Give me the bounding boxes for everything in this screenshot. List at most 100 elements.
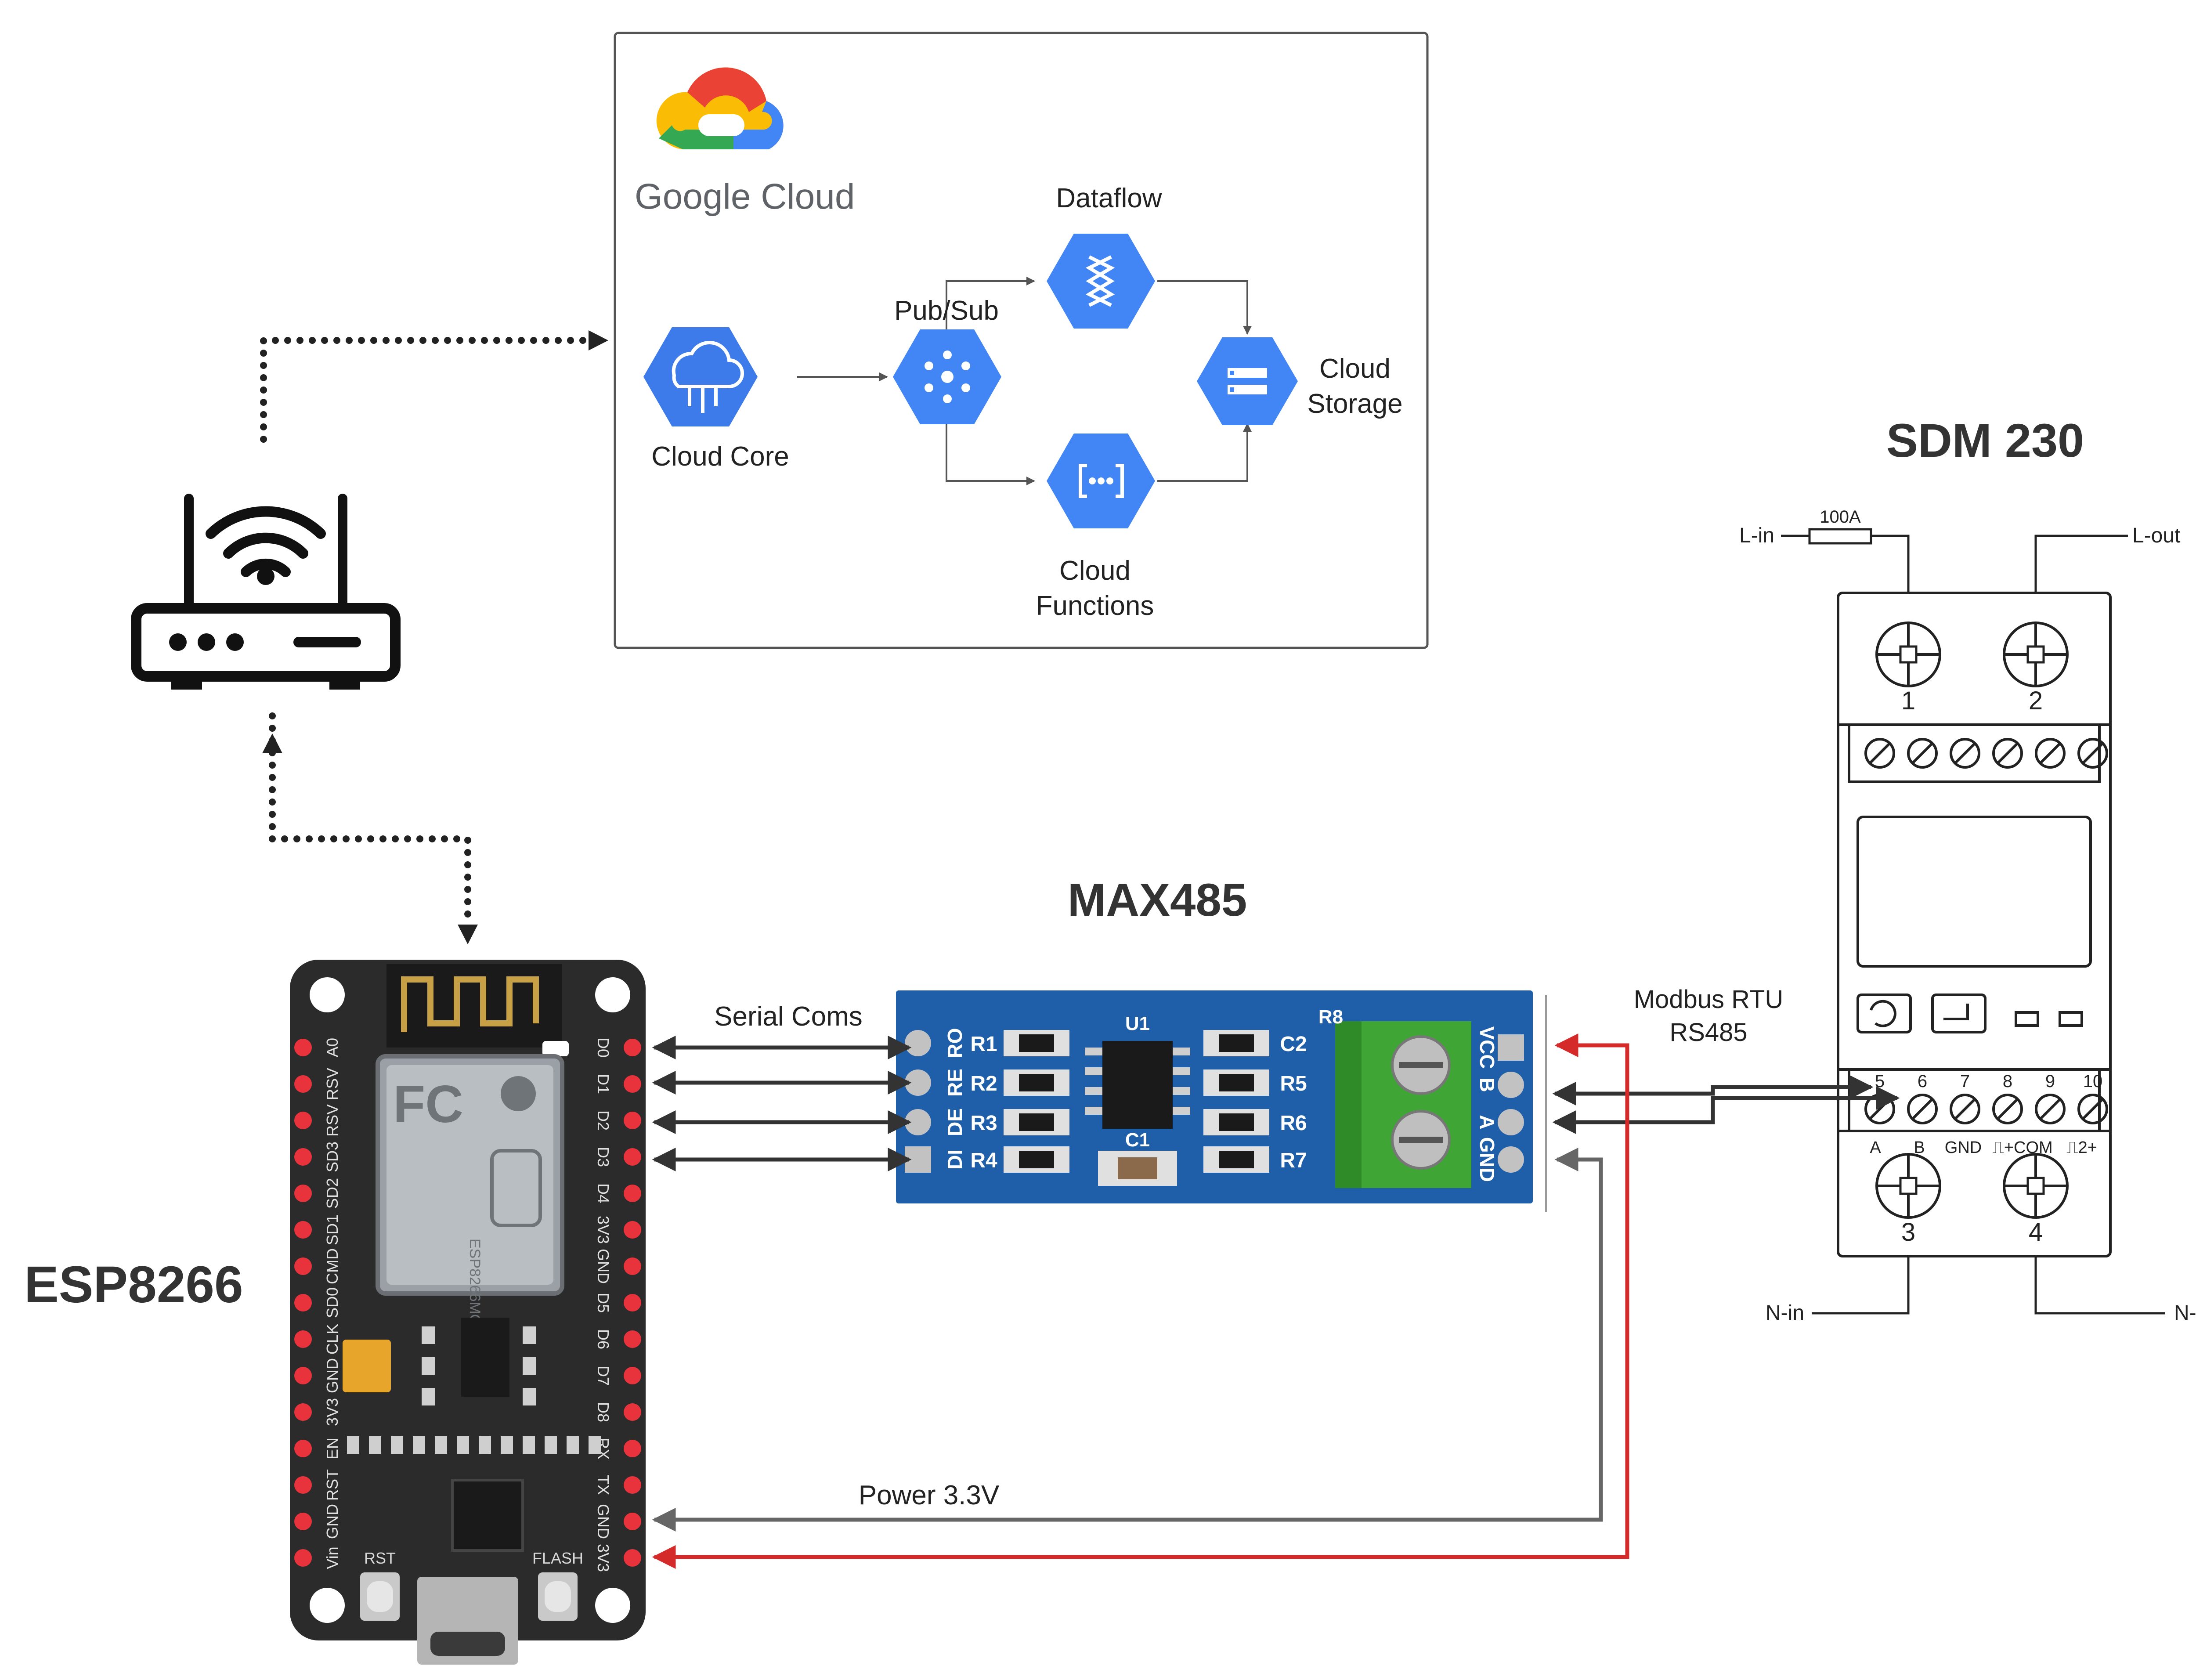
- esp-left-pin-label: RSV: [323, 1104, 341, 1137]
- google-cloud-logo-icon: [656, 67, 784, 149]
- rs485-wires: [1552, 1075, 1900, 1134]
- cloud-storage-label-line2: Storage: [1307, 389, 1402, 419]
- resistor-body: [1019, 1074, 1054, 1091]
- sdm-screw: [2035, 1094, 2066, 1124]
- esp-left-pin-label: GND: [323, 1504, 341, 1539]
- sdm-screw: [2077, 1094, 2108, 1124]
- max485-right-pin-label: A: [1476, 1115, 1499, 1129]
- cloud-storage-node[interactable]: [1197, 337, 1298, 425]
- max485-title: MAX485: [1068, 874, 1247, 926]
- esp-smd-pad: [545, 1436, 557, 1454]
- sdm-screw-slot: [1997, 1098, 2019, 1120]
- cloud-panel: Google Cloud Cloud Core: [614, 32, 1429, 649]
- serial-wires: [652, 1036, 912, 1171]
- sdm-terminal-center: [1899, 1177, 1918, 1195]
- chip-label: U1: [1125, 1013, 1150, 1034]
- esp-pad-row: [347, 1436, 601, 1454]
- dataflow-icon: [1085, 255, 1115, 307]
- esp-left-pin-label: Vin: [323, 1546, 341, 1569]
- cloud-functions-label-line2: Functions: [1036, 591, 1154, 621]
- pubsub-label: Pub/Sub: [894, 296, 999, 326]
- l-in-label: L-in: [1739, 524, 1774, 547]
- sdm-small-terminal-label: B: [1914, 1138, 1925, 1157]
- flash-button[interactable]: [538, 1572, 578, 1621]
- esp-fc-mark: FC: [393, 1075, 463, 1134]
- cloud-core-node[interactable]: [643, 327, 758, 426]
- max485-left-pin-label: DI: [943, 1149, 966, 1170]
- sdm-small-terminal-number: 9: [2045, 1072, 2055, 1091]
- resistor-body: [1219, 1074, 1254, 1091]
- max485-left-pin-label: RO: [943, 1028, 966, 1059]
- max485-right-pin-label: GND: [1476, 1137, 1499, 1182]
- fuse-label: 100A: [1820, 507, 1861, 527]
- rst-button[interactable]: [360, 1572, 400, 1621]
- esp-right-pin-label: D2: [594, 1110, 612, 1131]
- fuse-icon: [1808, 528, 1872, 545]
- iot-core-icon: [672, 341, 744, 413]
- resistor-label: R1: [970, 1033, 997, 1056]
- esp-smd-pad: [347, 1436, 359, 1454]
- dataflow-node[interactable]: [1047, 234, 1155, 329]
- esp-left-pin-pad: [294, 1148, 312, 1166]
- sdm-terminal-number: 3: [1901, 1218, 1915, 1246]
- esp-right-pin-label: D8: [594, 1402, 612, 1422]
- modbus-label-line1: Modbus RTU: [1634, 985, 1784, 1014]
- dataflow-label: Dataflow: [1056, 183, 1162, 213]
- esp-right-pin-pad: [624, 1367, 641, 1384]
- sdm-small-terminal-label: ⎍+COM: [1992, 1138, 2052, 1157]
- resistor-body: [1219, 1151, 1254, 1168]
- esp-right-pin-pad: [624, 1148, 641, 1166]
- esp-left-pin-pad: [294, 1185, 312, 1202]
- esp-right-pin-label: D3: [594, 1147, 612, 1167]
- sdm-screw-row: [1864, 738, 2108, 769]
- esp-left-pin-pad: [294, 1257, 312, 1275]
- sdm-small-terminal-number: 5: [1875, 1072, 1885, 1091]
- cloud-storage-label-line1: Cloud: [1319, 354, 1391, 384]
- resistor-label: R2: [970, 1072, 997, 1095]
- usb-port: [417, 1577, 518, 1665]
- sdm-screw-slot: [2039, 742, 2061, 764]
- resistor-label: C2: [1280, 1033, 1307, 1056]
- esp-left-pin-pad: [294, 1513, 312, 1530]
- r8-label: R8: [1318, 1006, 1343, 1028]
- wireless-links: [260, 337, 594, 919]
- sdm-screw-slot: [2082, 742, 2104, 764]
- esp-right-pin-pad: [624, 1257, 641, 1275]
- esp-right-pin-pad: [624, 1403, 641, 1421]
- sdm-small-terminal-number: 6: [1918, 1072, 1927, 1091]
- esp-right-pin-pad: [624, 1513, 641, 1530]
- esp-left-pin-pad: [294, 1549, 312, 1567]
- cloud-functions-label-line1: Cloud: [1059, 556, 1131, 586]
- modbus-label-line2: RS485: [1669, 1018, 1747, 1047]
- esp-smd-pad: [369, 1436, 381, 1454]
- wifi-router-icon: [131, 494, 401, 690]
- resistor-label: R3: [970, 1112, 997, 1135]
- esp-left-pin-pad: [294, 1075, 312, 1093]
- sdm-screw-slot: [1869, 742, 1891, 764]
- wireless-arrowheads: [262, 330, 608, 944]
- sdm-small-terminal-label: ⎍2+: [2066, 1138, 2097, 1157]
- esp8266-board: FC ESP8266MOD A0RSVRSVSD3SD2SD1CMDSD0CLK…: [290, 960, 646, 1665]
- sdm-small-terminal-number: 8: [2003, 1072, 2012, 1091]
- cloud-functions-node[interactable]: [1047, 434, 1155, 528]
- esp-right-pin-label: GND: [594, 1249, 612, 1284]
- esp-right-pin-pad: [624, 1476, 641, 1494]
- esp-left-pin-label: CMD: [323, 1248, 341, 1284]
- esp-right-pin-label: D5: [594, 1293, 612, 1313]
- esp-smd-pad: [435, 1436, 447, 1454]
- esp-left-pins: A0RSVRSVSD3SD2SD1CMDSD0CLKGND3V3ENRSTGND…: [294, 1038, 341, 1569]
- esp-smd-pad: [523, 1436, 535, 1454]
- esp-right-pin-label: GND: [594, 1504, 612, 1539]
- esp-left-pin-label: SD3: [323, 1142, 341, 1172]
- cloud-storage-icon: [1228, 368, 1267, 394]
- esp-smd-pad: [413, 1436, 425, 1454]
- sdm-screw-slot: [1911, 742, 1933, 764]
- esp-right-pin-pad: [624, 1549, 641, 1567]
- esp-right-pin-label: TX: [594, 1475, 612, 1495]
- pubsub-node[interactable]: [893, 329, 1001, 424]
- esp-smd-pad: [589, 1436, 601, 1454]
- wifi-logo-icon: [490, 1076, 542, 1227]
